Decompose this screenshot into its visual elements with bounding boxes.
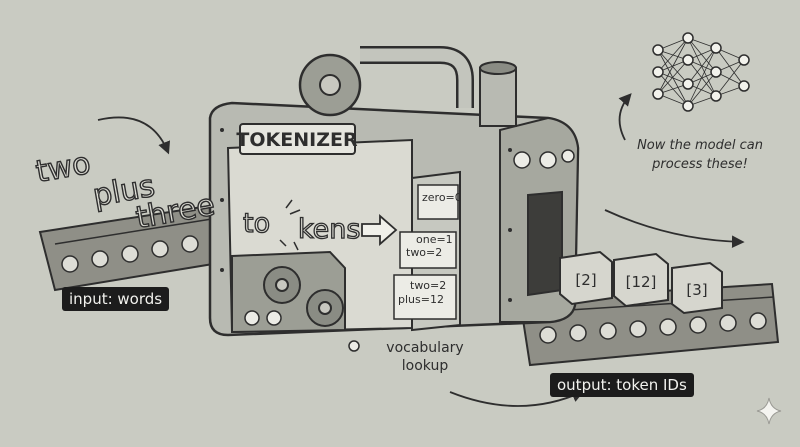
nn-edge	[687, 47, 717, 107]
nn-edge	[687, 47, 717, 85]
input-label: input: words	[62, 287, 170, 311]
token-id-2: [3]	[686, 281, 707, 299]
output-box-0: [2]	[559, 250, 613, 306]
input-word-0: two	[33, 146, 93, 190]
vocab-entry-4: plus=12	[398, 293, 444, 306]
tokenizer-machine	[208, 46, 580, 352]
top-gear-icon	[298, 53, 362, 117]
vocab-caption: vocabulary lookup	[386, 340, 463, 374]
model-note: Now the model can process these!	[637, 138, 763, 172]
output-box-2: [3]	[671, 261, 723, 315]
machine-sign: TOKENIZER	[236, 123, 358, 155]
arrow-output-icon	[604, 209, 745, 249]
output-box-1: [12]	[613, 252, 669, 308]
input-conveyor	[38, 203, 227, 292]
nn-edge	[715, 47, 745, 87]
vocab-entry-0: zero=0	[422, 191, 462, 204]
neural-network-icon	[652, 32, 750, 112]
arrow-model-icon	[618, 93, 632, 141]
output-label: output: token IDs	[550, 373, 694, 397]
break-lines	[279, 199, 301, 251]
sparkle-icon	[756, 397, 782, 425]
nn-edge	[715, 59, 745, 97]
nn-edge	[687, 71, 717, 107]
split-token: to kens	[242, 207, 361, 245]
flow-arrows	[97, 93, 745, 407]
nn-edge	[687, 37, 717, 97]
model-note-line1: Now the model can	[637, 138, 763, 153]
nn-edge	[657, 37, 689, 95]
arrow-input-icon	[97, 116, 171, 155]
nn-edge	[687, 37, 717, 73]
nn-edge	[657, 59, 689, 95]
vocabulary-cabinet: zero=0 one=1 two=2 two=2 plus=12	[393, 170, 462, 332]
token-part-0: to	[243, 208, 270, 239]
model-note-line2: process these!	[651, 157, 748, 172]
machine-title: TOKENIZER	[236, 129, 358, 151]
token-id-1: [12]	[626, 273, 657, 291]
nn-edge	[657, 49, 689, 85]
vocab-caption-line1: vocabulary	[386, 340, 463, 356]
vocab-entry-2: two=2	[406, 246, 442, 259]
vocab-entry-3: two=2	[410, 279, 446, 292]
arrow-bottom-icon	[449, 390, 585, 407]
arrow-to-vocab-icon	[361, 214, 398, 246]
vocab-caption-line2: lookup	[402, 358, 449, 374]
gauge-icon	[244, 149, 575, 326]
gear-icon	[263, 266, 344, 327]
token-id-0: [2]	[575, 271, 596, 289]
vocab-entry-1: one=1	[416, 233, 453, 246]
nn-edge	[657, 37, 689, 73]
token-part-1: kens	[298, 214, 360, 245]
output-boxes: [2] [12] [3]	[559, 250, 723, 315]
